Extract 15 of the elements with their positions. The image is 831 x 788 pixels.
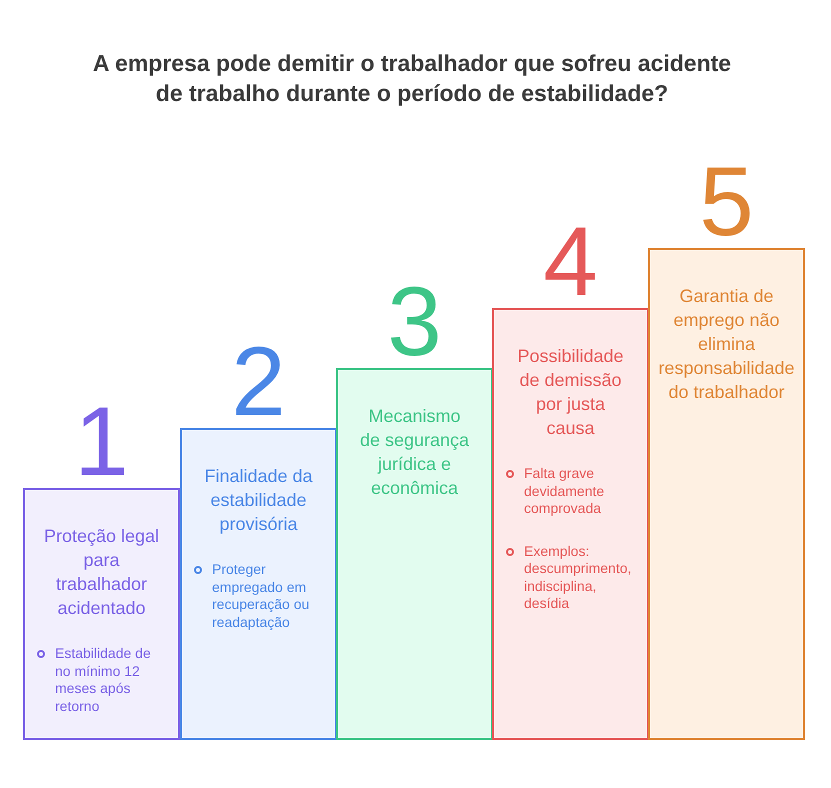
step-number: 4: [542, 222, 599, 300]
step-heading: Finalidade da estabilidade provisória: [203, 465, 314, 536]
step-number: 3: [386, 282, 443, 360]
step-heading: Possibilidade de demissão por justa causa: [516, 345, 625, 440]
step-heading: Garantia de emprego não elimina responsabilidade do trabalhador: [657, 285, 796, 404]
step-number: 2: [230, 342, 287, 420]
step-number: 1: [73, 402, 130, 480]
step-heading: Mecanismo de segurança jurídica e econômica: [358, 405, 470, 500]
step-heading: Proteção legal para trabalhador acidentado: [42, 525, 160, 620]
bullet-text: Proteger empregado em recuperação ou readaptação: [212, 561, 310, 631]
title: A empresa pode demitir o trabalhador que sofreu acidente de trabalho durante o período de estabilidade?: [92, 49, 732, 108]
bullet-text: Exemplos: descumprimento, indisciplina, desídia: [524, 542, 632, 612]
bullet-text: Falta grave devidamente comprovada: [524, 465, 606, 518]
bullet-text: Estabilidade de no mínimo 12 meses após retorno: [55, 645, 152, 715]
step-number: 5: [698, 162, 755, 240]
